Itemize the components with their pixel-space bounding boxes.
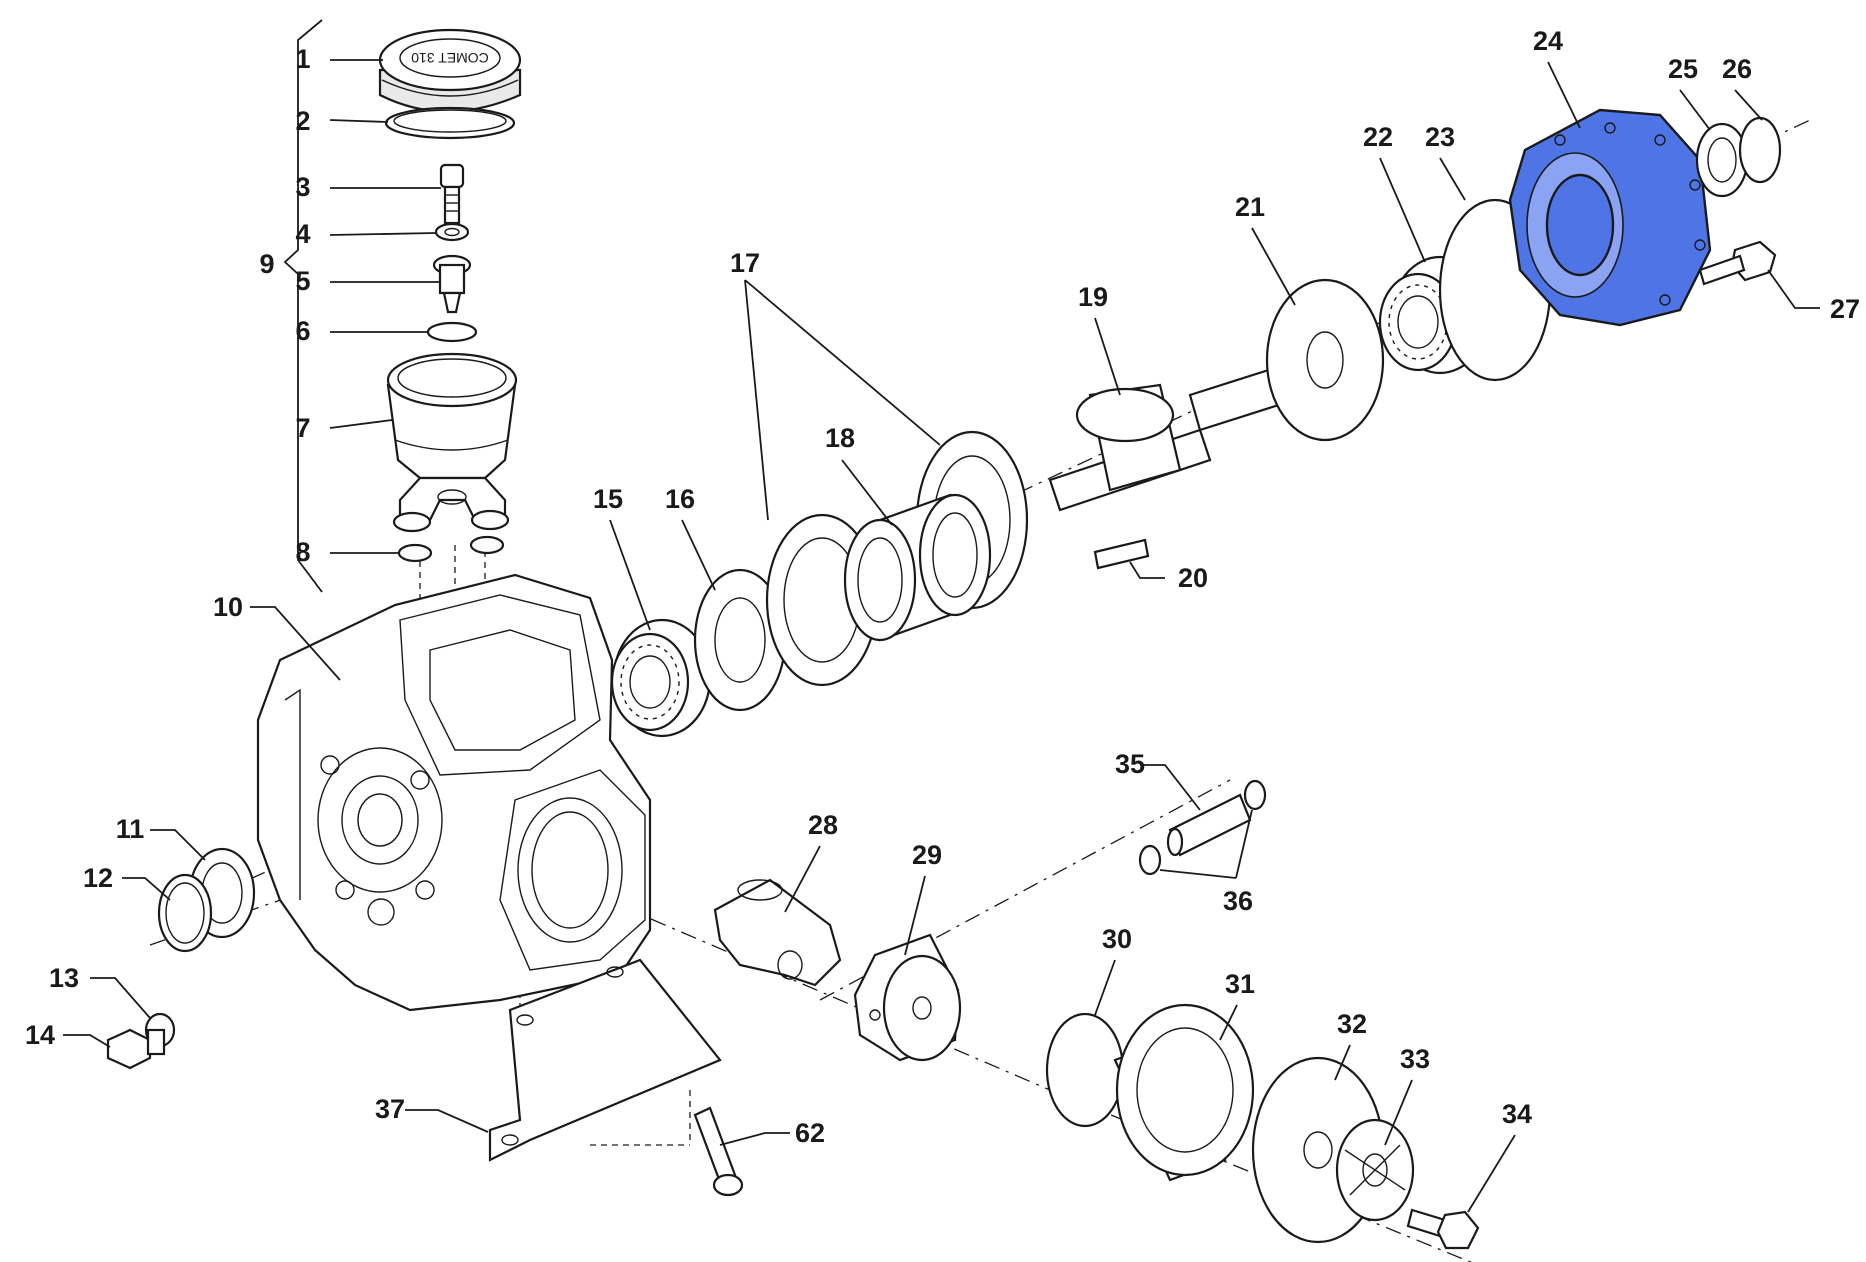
part-10-pump-body — [256, 573, 652, 1012]
callout-24: 24 — [1533, 26, 1563, 56]
callout-11: 11 — [116, 814, 145, 844]
part-36-circlip-a — [1138, 844, 1162, 876]
part-37-mount-bracket — [488, 958, 722, 1162]
part-15-bearing — [610, 618, 712, 738]
callout-17: 17 — [730, 248, 760, 278]
callout-26: 26 — [1722, 54, 1752, 84]
callout-21: 21 — [1235, 192, 1265, 222]
callout-16: 16 — [665, 484, 695, 514]
part-1-cap: COMET 310 — [378, 28, 522, 113]
part-12-circlip — [157, 873, 213, 953]
part-34-bolt — [1406, 1208, 1480, 1250]
part-8-seal — [397, 543, 433, 563]
callout-25: 25 — [1668, 54, 1698, 84]
piston-axis — [559, 879, 1051, 1091]
part-29-piston — [853, 933, 962, 1062]
cap-lettering: COMET 310 — [411, 50, 489, 66]
callout-35: 35 — [1115, 749, 1145, 779]
part-26-circlip — [1738, 116, 1782, 184]
part-33-valve-plate — [1335, 1118, 1415, 1222]
part-4-washer — [434, 222, 470, 242]
part-24-bearing-cover — [1508, 108, 1712, 327]
part-31-cylinder — [1113, 1003, 1255, 1182]
callout-23: 23 — [1425, 122, 1455, 152]
callout-34: 34 — [1502, 1099, 1532, 1129]
part-3-screw — [439, 163, 465, 225]
callout-20: 20 — [1178, 563, 1208, 593]
part-18-needle-bearing — [843, 493, 992, 642]
part-2-o-ring-inner — [393, 109, 507, 133]
callout-14: 14 — [25, 1020, 55, 1050]
callout-labels: 1 2 3 4 5 6 7 8 9 10 11 12 13 14 15 16 1… — [25, 26, 1860, 1148]
callout-2: 2 — [295, 106, 310, 136]
part-62-screw — [693, 1106, 744, 1197]
part-25-seal — [1695, 122, 1749, 198]
part-19-crankshaft — [1048, 358, 1318, 512]
callout-36: 36 — [1223, 886, 1253, 916]
part-6-o-ring — [426, 321, 478, 343]
callout-13: 13 — [49, 963, 79, 993]
callout-28: 28 — [808, 810, 838, 840]
group-bracket-9 — [283, 19, 323, 593]
callout-8: 8 — [295, 537, 310, 567]
callout-19: 19 — [1078, 282, 1108, 312]
part-2-o-ring — [384, 106, 516, 140]
part-8-seal-b — [469, 535, 505, 555]
callout-29: 29 — [912, 840, 942, 870]
callout-5: 5 — [295, 266, 310, 296]
callout-4: 4 — [295, 219, 310, 249]
callout-15: 15 — [593, 484, 623, 514]
callout-31: 31 — [1225, 969, 1255, 999]
leader-lines — [63, 59, 1820, 1213]
part-27-bolt — [1698, 240, 1777, 286]
part-35-piston-pin — [1166, 793, 1252, 857]
part-7-oil-cup — [386, 352, 518, 533]
callout-18: 18 — [825, 423, 855, 453]
callout-32: 32 — [1337, 1009, 1367, 1039]
callout-10: 10 — [213, 592, 243, 622]
callout-37: 37 — [375, 1094, 405, 1124]
callout-22: 22 — [1363, 122, 1393, 152]
callout-7: 7 — [295, 413, 310, 443]
part-4-washer-hole — [444, 227, 460, 237]
part-30-piston-ring — [1045, 1012, 1125, 1128]
part-16-ring — [693, 568, 787, 712]
callout-62: 62 — [795, 1118, 825, 1148]
callout-30: 30 — [1102, 924, 1132, 954]
part-14-plug — [106, 1028, 166, 1070]
callout-12: 12 — [83, 863, 113, 893]
callout-3: 3 — [295, 172, 310, 202]
callout-27: 27 — [1830, 294, 1860, 324]
callout-6: 6 — [295, 316, 310, 346]
callout-33: 33 — [1400, 1044, 1430, 1074]
part-36-circlip-b — [1243, 779, 1267, 811]
part-28-connecting-rod — [713, 878, 842, 987]
callout-1: 1 — [295, 44, 310, 74]
callout-9: 9 — [259, 249, 274, 279]
part-21-disc — [1265, 278, 1385, 442]
part-5-valve — [432, 254, 472, 314]
part-20-key — [1093, 538, 1150, 570]
